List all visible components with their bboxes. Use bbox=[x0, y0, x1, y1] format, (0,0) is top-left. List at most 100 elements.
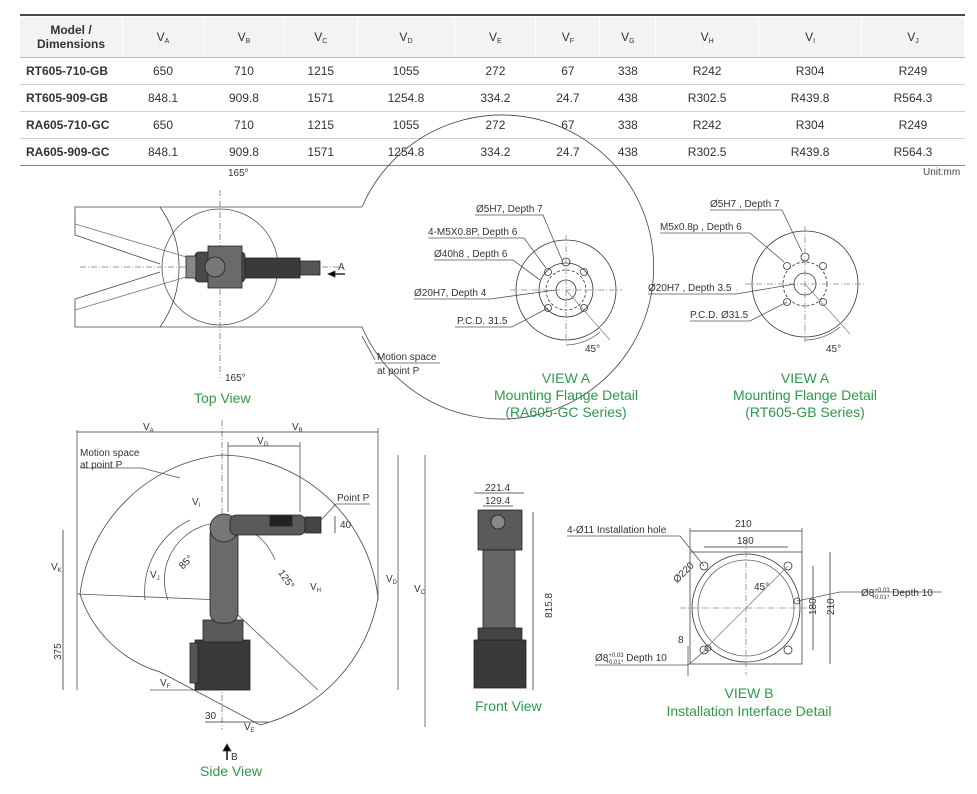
header-dimensions-label: Dimensions bbox=[36, 37, 105, 51]
cell: 848.1 bbox=[122, 138, 204, 166]
cell: 1055 bbox=[357, 57, 455, 85]
view-b-pin-right: Ø8+0.03+0.01, Depth 10 bbox=[861, 588, 933, 601]
side-view-inner-arc bbox=[164, 522, 276, 601]
header-col-vh: VH bbox=[655, 17, 760, 58]
side-view-label-vc: VC bbox=[414, 584, 426, 596]
side-view-motion-outline bbox=[79, 454, 379, 726]
side-view-angle-125: 125° bbox=[275, 568, 296, 591]
cell: 1571 bbox=[284, 138, 358, 166]
cell: R439.8 bbox=[758, 138, 862, 166]
cell: R304 bbox=[758, 111, 862, 139]
side-view-label-vi: VI bbox=[192, 497, 201, 509]
view-b-pin-left: Ø8+0.03+0.01, Depth 10 bbox=[595, 653, 667, 666]
table-row: RA605-710-GC 650 710 1215 1055 272 67 33… bbox=[20, 111, 965, 139]
header-col-ve: VE bbox=[454, 17, 537, 58]
cell: 909.8 bbox=[203, 84, 285, 112]
view-b-210-top: 210 bbox=[735, 519, 752, 530]
row-model: RT605-710-GB bbox=[20, 57, 123, 85]
side-view-caption: Side View bbox=[200, 763, 263, 779]
header-model-label: Model / bbox=[50, 23, 92, 37]
side-view-label-vf: VF bbox=[160, 678, 171, 690]
front-view-caption: Front View bbox=[475, 698, 542, 714]
cell: R249 bbox=[861, 111, 965, 139]
side-view-label-vk: VK bbox=[51, 562, 62, 574]
cell: R439.8 bbox=[758, 84, 862, 112]
header-col-vj: VJ bbox=[861, 17, 965, 58]
view-b-pin bbox=[793, 597, 801, 605]
header-col-vd: VD bbox=[357, 17, 456, 58]
flange-gc-diag bbox=[565, 289, 611, 341]
flange-gc-caption-2: Mounting Flange Detail bbox=[494, 387, 638, 403]
flange-gc-caption: VIEW A Mounting Flange Detail (RA605-GC … bbox=[490, 370, 642, 421]
flange-gc-hole bbox=[580, 268, 588, 276]
side-view-label-vd: VD bbox=[386, 574, 398, 586]
flange-gb-label-3: Ø20H7 , Depth 3.5 bbox=[648, 283, 732, 294]
view-b-angle-45: 45° bbox=[754, 582, 769, 593]
side-view-point-p: Point P bbox=[337, 493, 370, 504]
flange-gc-hole bbox=[580, 304, 588, 312]
flange-gb-leader bbox=[710, 209, 803, 253]
top-view-angle-top: 165° bbox=[228, 168, 249, 179]
flange-gb-hole bbox=[783, 298, 791, 306]
cell: 338 bbox=[599, 57, 656, 85]
flange-gc-label-1: Ø5H7, Depth 7 bbox=[476, 204, 543, 215]
top-view-motion-label-1: Motion space bbox=[377, 352, 437, 363]
flange-gc-hole bbox=[544, 268, 552, 276]
view-b-dia-220: Ø220 bbox=[672, 560, 697, 585]
flange-gb-diag bbox=[804, 283, 851, 335]
flange-gc-leader bbox=[414, 289, 557, 300]
side-view-label-vh: VH bbox=[310, 582, 321, 594]
dimension-table: Model / Dimensions VA VB VC VD VE VF VG … bbox=[20, 17, 965, 166]
flange-gc-label-2: 4-M5X0.8P, Depth 6 bbox=[428, 227, 518, 238]
flange-gc-caption-3: (RA605-GC Series) bbox=[505, 404, 627, 420]
flange-gb-label-2: M5x0.8p , Depth 6 bbox=[660, 222, 742, 233]
cell: 1055 bbox=[357, 111, 455, 139]
cell: 334.2 bbox=[454, 84, 536, 112]
cell: 338 bbox=[599, 111, 656, 139]
cell: 438 bbox=[599, 84, 656, 112]
flange-gc-leader bbox=[455, 307, 549, 328]
cell: 24.7 bbox=[535, 138, 600, 166]
flange-gc-leader bbox=[434, 259, 541, 281]
front-view-dim-3: 815.8 bbox=[544, 593, 555, 618]
cell: R249 bbox=[861, 57, 965, 85]
flange-gc-angle: 45° bbox=[585, 344, 600, 355]
cell: 67 bbox=[535, 57, 600, 85]
side-view-label-ve: VE bbox=[244, 722, 255, 734]
side-view-robot bbox=[189, 513, 322, 691]
cell: R302.5 bbox=[655, 84, 759, 112]
top-view-lower-wing bbox=[74, 271, 161, 328]
side-view-label-vj: VJ bbox=[150, 570, 160, 582]
top-view-motion-outline bbox=[159, 114, 654, 420]
cell: R242 bbox=[655, 111, 759, 139]
view-b-180-right: 180 bbox=[808, 598, 819, 615]
front-view-drawing: 221.4 129.4 815.8 bbox=[473, 483, 555, 690]
row-model: RA605-909-GC bbox=[20, 138, 123, 166]
view-b-caption-1: VIEW B bbox=[724, 685, 774, 701]
flange-gb-caption: VIEW A Mounting Flange Detail (RT605-GB … bbox=[727, 370, 883, 421]
flange-gb-hole bbox=[783, 262, 791, 270]
cell: 1254.8 bbox=[357, 84, 455, 112]
flange-gc-label-4: Ø20H7, Depth 4 bbox=[414, 288, 487, 299]
side-view-horizon bbox=[76, 593, 223, 601]
front-view-robot bbox=[473, 509, 527, 689]
view-b-hole-leader bbox=[567, 535, 705, 567]
flange-gc-drawing: Ø5H7, Depth 7 4-M5X0.8P, Depth 6 Ø40h8 ,… bbox=[414, 204, 622, 355]
cell: 1215 bbox=[284, 111, 358, 139]
cell: R564.3 bbox=[861, 138, 965, 166]
cell: 710 bbox=[203, 57, 285, 85]
cell: R242 bbox=[655, 57, 759, 85]
cell: R564.3 bbox=[861, 84, 965, 112]
unit-label: Unit:mm bbox=[923, 167, 961, 178]
flange-gb-hole bbox=[819, 262, 827, 270]
flange-gb-angle: 45° bbox=[826, 344, 841, 355]
side-view-label-va: VA bbox=[143, 422, 154, 434]
cell: R302.5 bbox=[655, 138, 759, 166]
row-model: RA605-710-GC bbox=[20, 111, 123, 139]
top-view-motion-leader bbox=[361, 335, 376, 361]
side-view-label-vg: VG bbox=[257, 436, 269, 448]
header-col-vb: VB bbox=[203, 17, 285, 58]
top-view-motion-label-2: at point P bbox=[377, 366, 420, 377]
view-b-pin-leader bbox=[796, 591, 942, 602]
flange-gc-caption-1: VIEW A bbox=[541, 370, 591, 386]
